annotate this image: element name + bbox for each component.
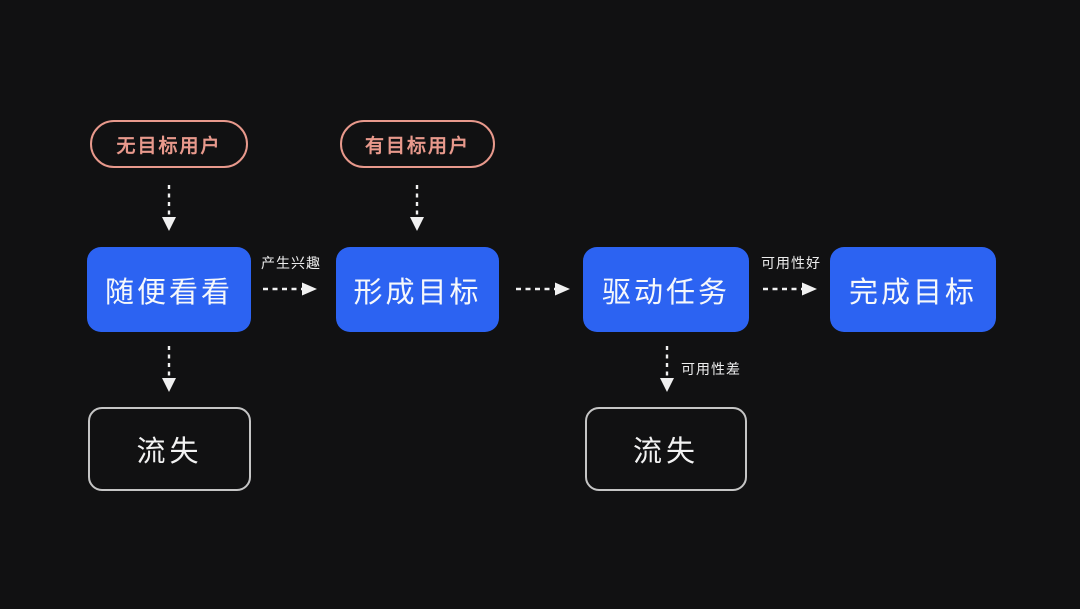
churn-box-right: 流失 — [585, 407, 747, 491]
arrow-right-drivetask-to-completegoal-icon — [763, 282, 817, 296]
churn-box-left: 流失 — [88, 407, 251, 491]
pill-no-goal-user: 无目标用户 — [90, 120, 248, 168]
stage-drive-task: 驱动任务 — [583, 247, 749, 332]
pill-goal-user: 有目标用户 — [340, 120, 495, 168]
arrow-right-browse-to-formgoal-icon — [263, 282, 317, 296]
edge-label-interest: 产生兴趣 — [261, 256, 321, 272]
edge-label-usability-good: 可用性好 — [761, 256, 821, 272]
pill-goal-user-label: 有目标用户 — [364, 134, 470, 157]
arrow-down-browse-to-churn-icon — [162, 346, 176, 392]
stage-browse-casually-label: 随便看看 — [104, 274, 233, 309]
arrow-right-formgoal-to-drivetask-icon — [516, 282, 570, 296]
stage-browse-casually: 随便看看 — [87, 247, 251, 332]
arrow-down-nogoal-to-browse-icon — [162, 185, 176, 231]
stage-form-goal: 形成目标 — [336, 247, 499, 332]
churn-box-right-label: 流失 — [632, 434, 699, 468]
arrow-down-goal-to-formgoal-icon — [410, 185, 424, 231]
arrow-down-drivetask-to-churn-icon — [660, 346, 674, 392]
pill-no-goal-user-label: 无目标用户 — [116, 134, 222, 157]
churn-box-left-label: 流失 — [136, 434, 203, 468]
stage-drive-task-label: 驱动任务 — [601, 274, 730, 309]
stage-form-goal-label: 形成目标 — [353, 274, 482, 309]
stage-complete-goal: 完成目标 — [830, 247, 996, 332]
edge-label-usability-bad: 可用性差 — [681, 362, 741, 378]
stage-complete-goal-label: 完成目标 — [848, 274, 977, 309]
